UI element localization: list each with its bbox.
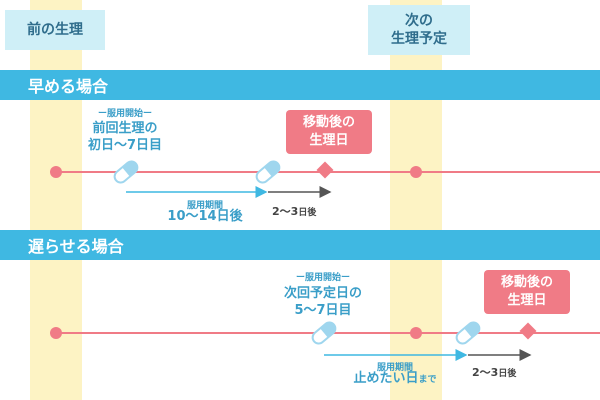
- moved-period-box-late: 移動後の 生理日: [484, 270, 570, 314]
- start-caption-early: ー服用開始ー: [97, 109, 152, 119]
- next-period-label: 次の 生理予定: [368, 5, 470, 55]
- section-late-band: 遅らせる場合: [0, 230, 600, 260]
- previous-period-dot-early: [50, 166, 62, 178]
- period-value-late: 止めたい日まで: [353, 371, 437, 386]
- next-period-dot-early: [410, 166, 422, 178]
- section-early-band: 早める場合: [0, 70, 600, 100]
- period-label-late: 服用期間: [376, 363, 413, 373]
- pill-end-early-icon: [253, 158, 283, 186]
- after-label-late: 2〜3日後: [472, 366, 517, 379]
- section-late-title: 遅らせる場合: [28, 237, 124, 256]
- pill-start-early-icon: [111, 158, 141, 186]
- start-text-late: 次回予定日の 5〜7日目: [283, 286, 362, 318]
- moved-period-diamond-late: [519, 322, 537, 340]
- moved-period-box-early: 移動後の 生理日: [286, 110, 372, 154]
- after-label-early: 2〜3日後: [272, 205, 317, 218]
- start-caption-late: ー服用開始ー: [295, 273, 350, 283]
- period-value-early: 10〜14日後: [167, 209, 243, 224]
- next-period-dot-late: [410, 327, 422, 339]
- section-early-title: 早める場合: [28, 77, 109, 96]
- period-label-early: 服用期間: [186, 201, 223, 211]
- moved-period-diamond-early: [316, 161, 334, 179]
- start-text-early: 前回生理の 初日〜7日目: [87, 121, 163, 153]
- pill-start-late-icon: [309, 319, 339, 347]
- pill-end-late-icon: [453, 319, 483, 347]
- previous-period-dot-late: [50, 327, 62, 339]
- previous-period-label: 前の生理: [5, 10, 105, 50]
